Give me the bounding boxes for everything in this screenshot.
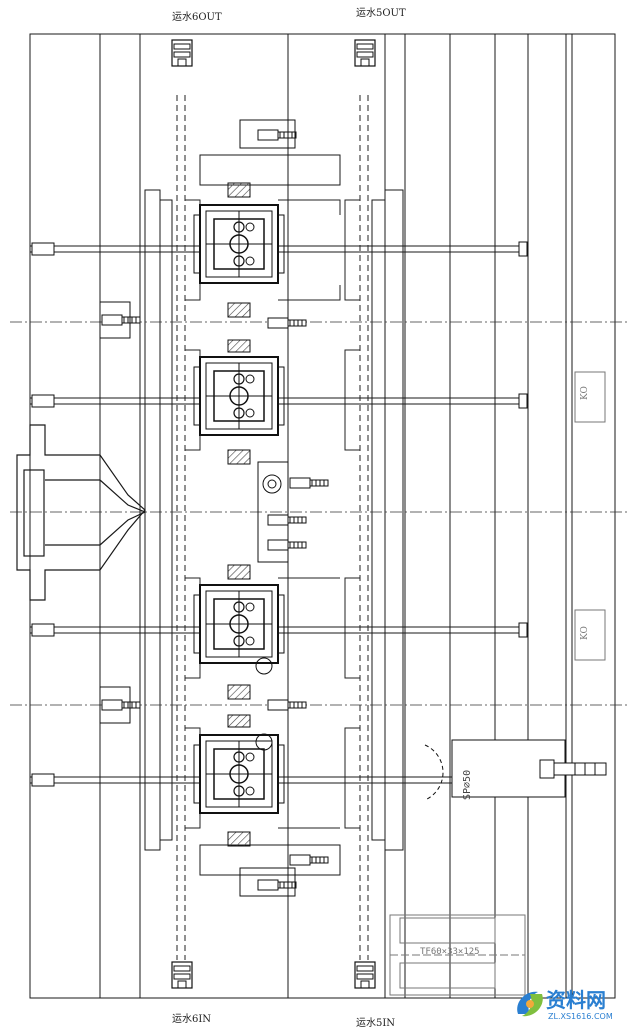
cooling-channels — [176, 95, 369, 960]
label-cooling-6-out: 运水6OUT — [172, 12, 222, 23]
tf-block — [389, 914, 526, 996]
gate-blocks — [227, 182, 251, 847]
label-cooling-5-in: 运水5IN — [356, 1018, 396, 1029]
label-sp-pillar: SP⌀50 — [462, 769, 473, 800]
label-ko-lower: KO — [580, 626, 590, 640]
label-cooling-6-in: 运水6IN — [172, 1014, 212, 1025]
label-ko-upper: KO — [580, 386, 590, 400]
label-cooling-5-out: 运水5OUT — [356, 8, 406, 19]
sprue-bush — [16, 424, 147, 601]
cooling-loops — [185, 199, 360, 829]
water-fittings — [171, 39, 376, 989]
ko-markers — [574, 371, 606, 661]
watermark-brand: 资料网 — [546, 988, 606, 1012]
label-tf-block: TF60×33×125 — [420, 947, 480, 957]
centre-lines — [10, 321, 630, 706]
ejector-heads — [31, 241, 528, 788]
xs-swirl-logo-icon — [517, 991, 543, 1017]
mold-plates — [29, 33, 616, 999]
watermark: 资料网 ZL.XS1616.COM — [512, 982, 636, 1030]
mold-outline — [29, 33, 616, 999]
support-pillar — [424, 739, 607, 801]
bolt-housings — [99, 119, 296, 897]
watermark-url: ZL.XS1616.COM — [548, 1012, 613, 1021]
